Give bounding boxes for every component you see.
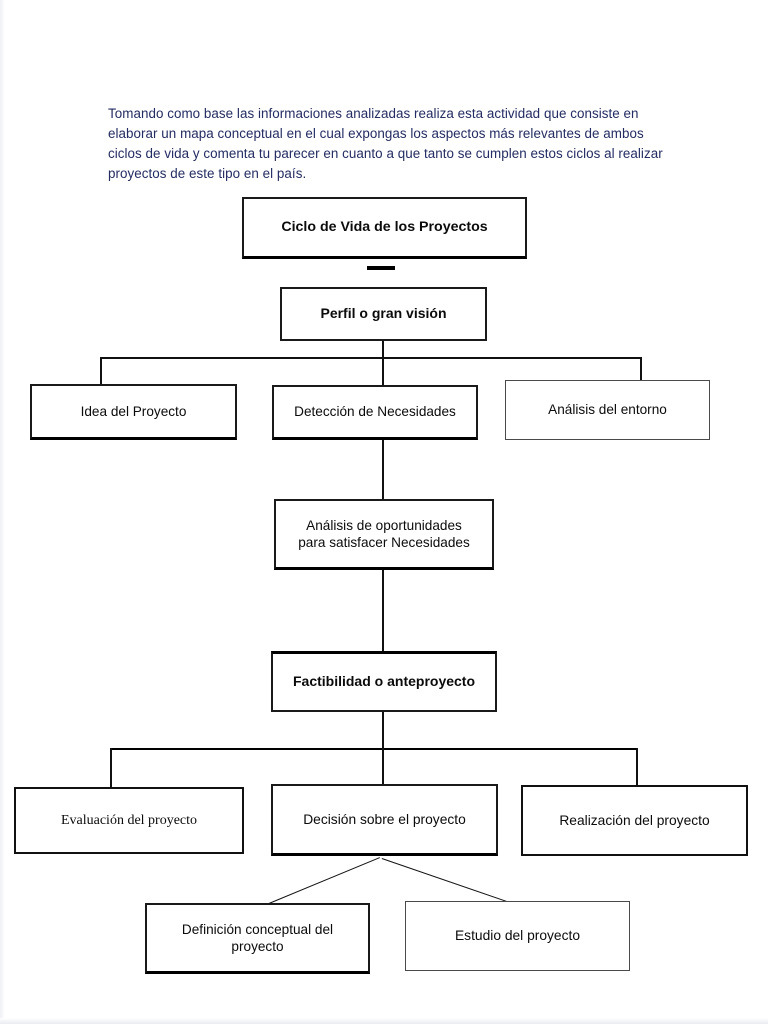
connector-decision-to-definicion [265,857,380,906]
node-label: Factibilidad o anteproyecto [292,673,476,690]
connector-bus-to-deteccion [382,357,384,386]
node-label: Análisis del entorno [548,402,667,418]
node-definicion-conceptual-del-proyecto[interactable]: Definición conceptual del proyecto [145,903,370,974]
node-label: Definición conceptual del proyecto [181,921,334,954]
node-label: Evaluación del proyecto [60,812,198,828]
node-label: Decisión sobre el proyecto [303,811,466,827]
node-label: Perfil o gran visión [320,305,447,322]
node-label: Estudio del proyecto [454,928,580,944]
connector-bus-to-decision [382,748,384,788]
connector-decision-to-estudio [381,858,511,904]
scan-edge-left [0,0,5,1024]
node-perfil-o-gran-vision[interactable]: Perfil o gran visión [280,287,487,341]
node-label: Análisis de oportunidades para satisface… [298,517,470,550]
connector-bus-row3 [110,748,637,751]
connector-factibilidad-down [382,712,384,748]
connector-bus-to-entorno [640,357,642,381]
connector-bus-to-evaluacion [110,748,112,788]
node-factibilidad-o-anteproyecto[interactable]: Factibilidad o anteproyecto [271,651,497,712]
node-estudio-del-proyecto[interactable]: Estudio del proyecto [405,901,630,971]
connector-oportunidades-to-factibilidad [382,570,384,652]
connector-perfil-down [382,341,384,358]
node-evaluacion-del-proyecto[interactable]: Evaluación del proyecto [14,787,244,854]
node-ciclo-de-vida-de-los-proyectos[interactable]: Ciclo de Vida de los Proyectos [242,197,527,259]
connector-bus-to-idea [100,357,102,385]
node-realizacion-del-proyecto[interactable]: Realización del proyecto [521,785,748,856]
node-label: Detección de Necesidades [294,404,456,420]
node-deteccion-de-necesidades[interactable]: Detección de Necesidades [272,385,478,440]
connector-deteccion-to-oportunidades [382,440,384,500]
intro-paragraph: Tomando como base las informaciones anal… [108,106,663,181]
node-analisis-de-oportunidades[interactable]: Análisis de oportunidades para satisface… [274,499,494,570]
connector-bus-row2 [100,357,641,359]
node-decision-sobre-el-proyecto[interactable]: Decisión sobre el proyecto [271,784,498,856]
scan-edge-bottom [0,1018,768,1024]
node-label: Ciclo de Vida de los Proyectos [281,219,488,236]
node-analisis-del-entorno[interactable]: Análisis del entorno [505,380,710,440]
connector-root-to-perfil [367,266,395,270]
connector-bus-to-realizacion [636,748,638,786]
node-idea-del-proyecto[interactable]: Idea del Proyecto [30,384,237,440]
node-label: Idea del Proyecto [80,403,187,419]
node-label: Realización del proyecto [559,812,710,828]
